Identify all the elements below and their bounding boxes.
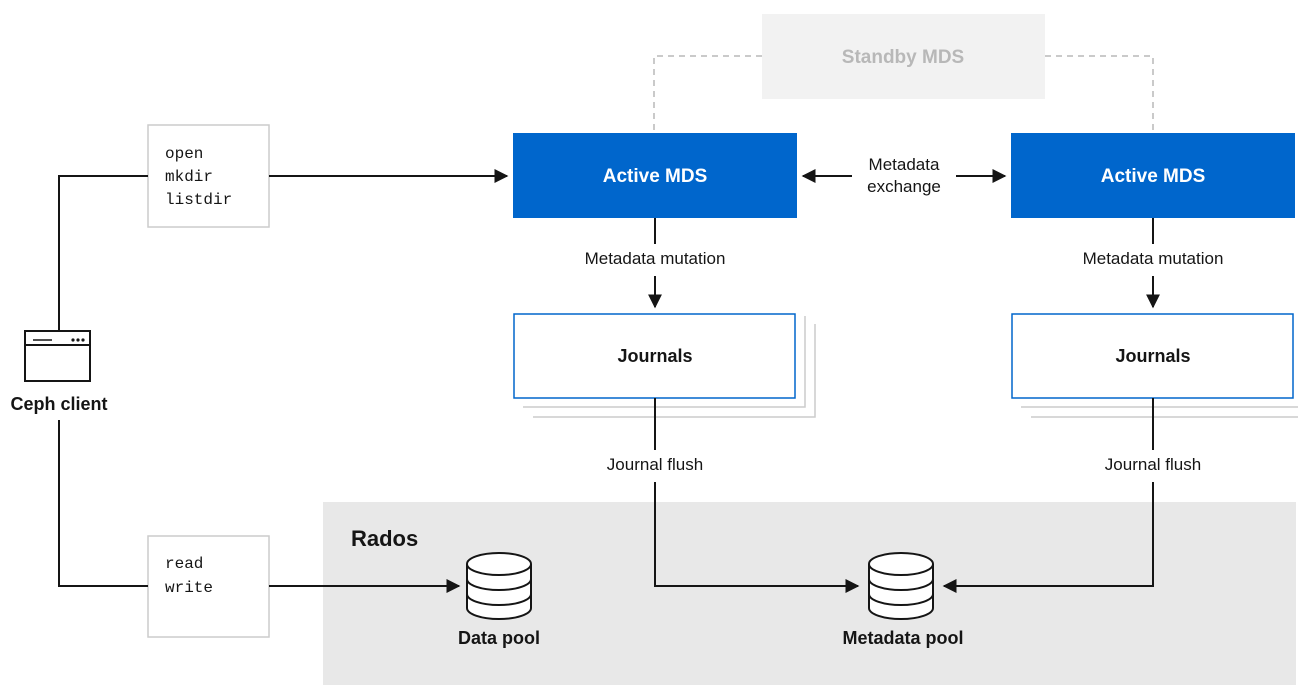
client-data-path (58, 420, 148, 587)
standby-mds-box (762, 14, 1045, 99)
active-mds-right (1011, 133, 1295, 218)
active-mds-right-label: Active MDS (1101, 166, 1206, 187)
journals-left-label: Journals (617, 346, 692, 366)
flush-path-left (654, 482, 860, 593)
metadata-op-open: open (165, 145, 203, 163)
standby-link-right (1045, 55, 1154, 133)
metadata-mutation-right-label: Metadata mutation (1083, 249, 1224, 268)
standby-link-left (653, 55, 762, 133)
metadata-exchange-label-1: Metadata (869, 155, 940, 174)
active-mds-left (513, 133, 797, 218)
journals-right-label: Journals (1115, 346, 1190, 366)
metadata-exchange-label-2: exchange (867, 177, 941, 196)
journals-left-stack-3 (533, 324, 816, 418)
active-mds-left-label: Active MDS (603, 166, 708, 187)
metadata-op-listdir: listdir (165, 191, 232, 209)
ceph-client-icon (24, 330, 91, 382)
data-op-read: read (165, 555, 203, 573)
data-op-write: write (165, 579, 213, 597)
metadata-op-mkdir: mkdir (165, 168, 213, 186)
metadata-pool-label: Metadata pool (842, 628, 963, 648)
metadata-mutation-left-label: Metadata mutation (585, 249, 726, 268)
standby-mds-label: Standby MDS (842, 47, 964, 68)
data-ops-box (147, 535, 270, 638)
data-pool-icon (466, 552, 532, 620)
journal-flush-right-label: Journal flush (1105, 455, 1201, 474)
flush-path-right (942, 482, 1154, 593)
ceph-client-label: Ceph client (10, 394, 107, 414)
rados-label: Rados (351, 526, 418, 551)
data-pool-label: Data pool (458, 628, 540, 648)
client-metadata-path (58, 175, 148, 330)
journal-flush-left-label: Journal flush (607, 455, 703, 474)
metadata-pool-icon (868, 552, 934, 620)
journals-left-box (513, 313, 796, 399)
journals-left-stack-2 (523, 316, 806, 408)
